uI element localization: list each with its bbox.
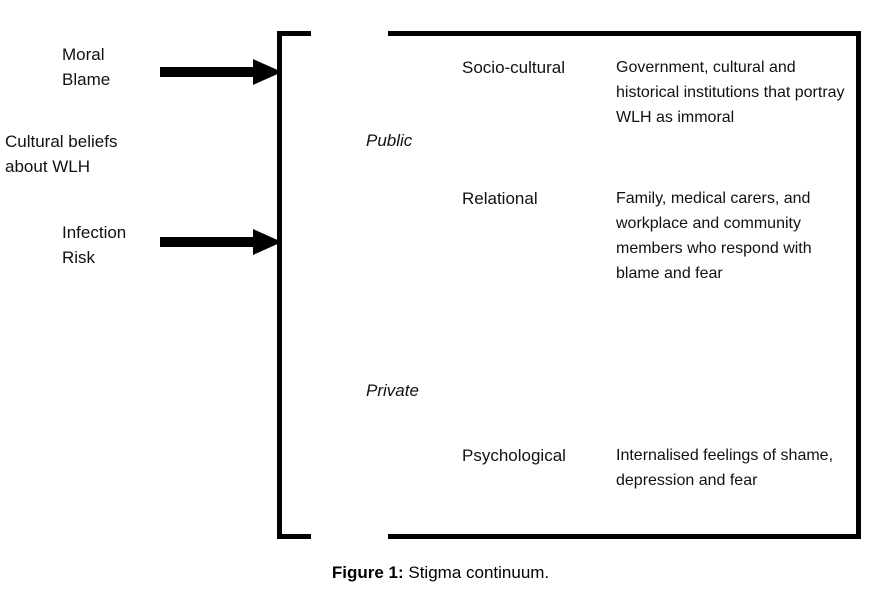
left-bracket-shape: [277, 31, 311, 539]
level-description-relational: Family, medical carers, and workplace an…: [616, 190, 812, 282]
level-name-psychological: Psychological: [462, 446, 566, 465]
level-description-psychological: Internalised feelings of shame, depressi…: [616, 447, 834, 489]
figure-caption: Figure 1: Stigma continuum.: [0, 563, 881, 583]
domain-label-private: Private: [366, 381, 419, 400]
figure-caption-prefix: Figure 1:: [331, 563, 404, 582]
driver-label-infection-risk: Infection Risk: [62, 223, 127, 267]
domain-label-public: Public: [366, 131, 413, 150]
driver-source-label-cultural-beliefs: Cultural beliefs about WLH: [5, 132, 118, 176]
level-name-socio-cultural: Socio-cultural: [462, 58, 565, 77]
level-description-socio-cultural: Government, cultural and historical inst…: [616, 59, 845, 126]
figure-caption-text: Stigma continuum.: [403, 563, 550, 582]
right-bracket-shape: [388, 31, 861, 539]
right-arrow-icon-moral-blame: [160, 59, 282, 85]
level-name-relational: Relational: [462, 189, 538, 208]
driver-label-moral-blame: Moral Blame: [62, 45, 111, 89]
right-arrow-icon-infection-risk: [160, 229, 282, 255]
